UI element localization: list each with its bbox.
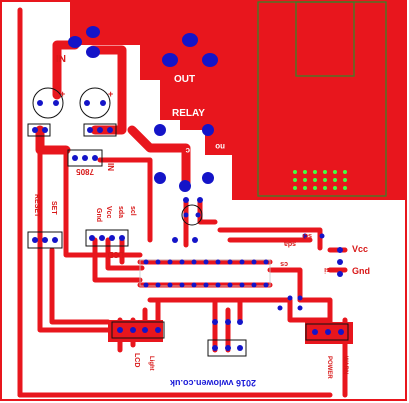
label-vcc-right: Vcc [352, 244, 368, 254]
label-cs: cs [280, 260, 288, 267]
label-reset: RESET [33, 194, 40, 218]
capacitor-left [32, 87, 64, 119]
copper-pour-relay [70, 0, 406, 200]
label-pin-sda: sda [117, 206, 124, 218]
label-c: c [185, 146, 190, 155]
cap-plus-left: + [60, 89, 65, 99]
relay-coil-outline [295, 1, 355, 77]
large-pads [68, 26, 218, 67]
small-pads [32, 127, 344, 351]
label-sda-right: sda [284, 240, 296, 247]
label-power: POWER [326, 356, 332, 379]
footer-credit: 2016 vwlowen.co.uk [169, 378, 256, 388]
label-nc: nc [168, 126, 178, 135]
label-no: no [215, 142, 225, 151]
connector-outlines [27, 123, 349, 357]
label-out: OUT [174, 74, 195, 85]
label-lcd-bottom: LCD [133, 353, 140, 367]
cap-plus-right: + [108, 89, 113, 99]
label-relay: RELAY [172, 108, 205, 119]
label-lcd-top: LCD [107, 250, 124, 259]
label-pin-scl: scl [129, 206, 136, 216]
label-scl-right: scl [302, 232, 312, 239]
capacitor-right [79, 87, 111, 119]
label-si: si [324, 266, 330, 273]
relay-pads [154, 124, 214, 192]
label-pin-vcc: Vcc [105, 206, 112, 219]
label-gnd-right: Gnd [352, 266, 370, 276]
label-pin-gnd: Gnd [95, 208, 102, 222]
label-warn: WARN [342, 356, 348, 374]
relay-pin-array [293, 170, 347, 190]
transistor [181, 204, 203, 226]
label-7805: 7805 [76, 167, 94, 176]
label-set: SET [50, 201, 57, 215]
label-in-top: IN [56, 54, 66, 65]
label-in-mid: IN [106, 163, 115, 171]
label-light: Light [148, 356, 154, 371]
